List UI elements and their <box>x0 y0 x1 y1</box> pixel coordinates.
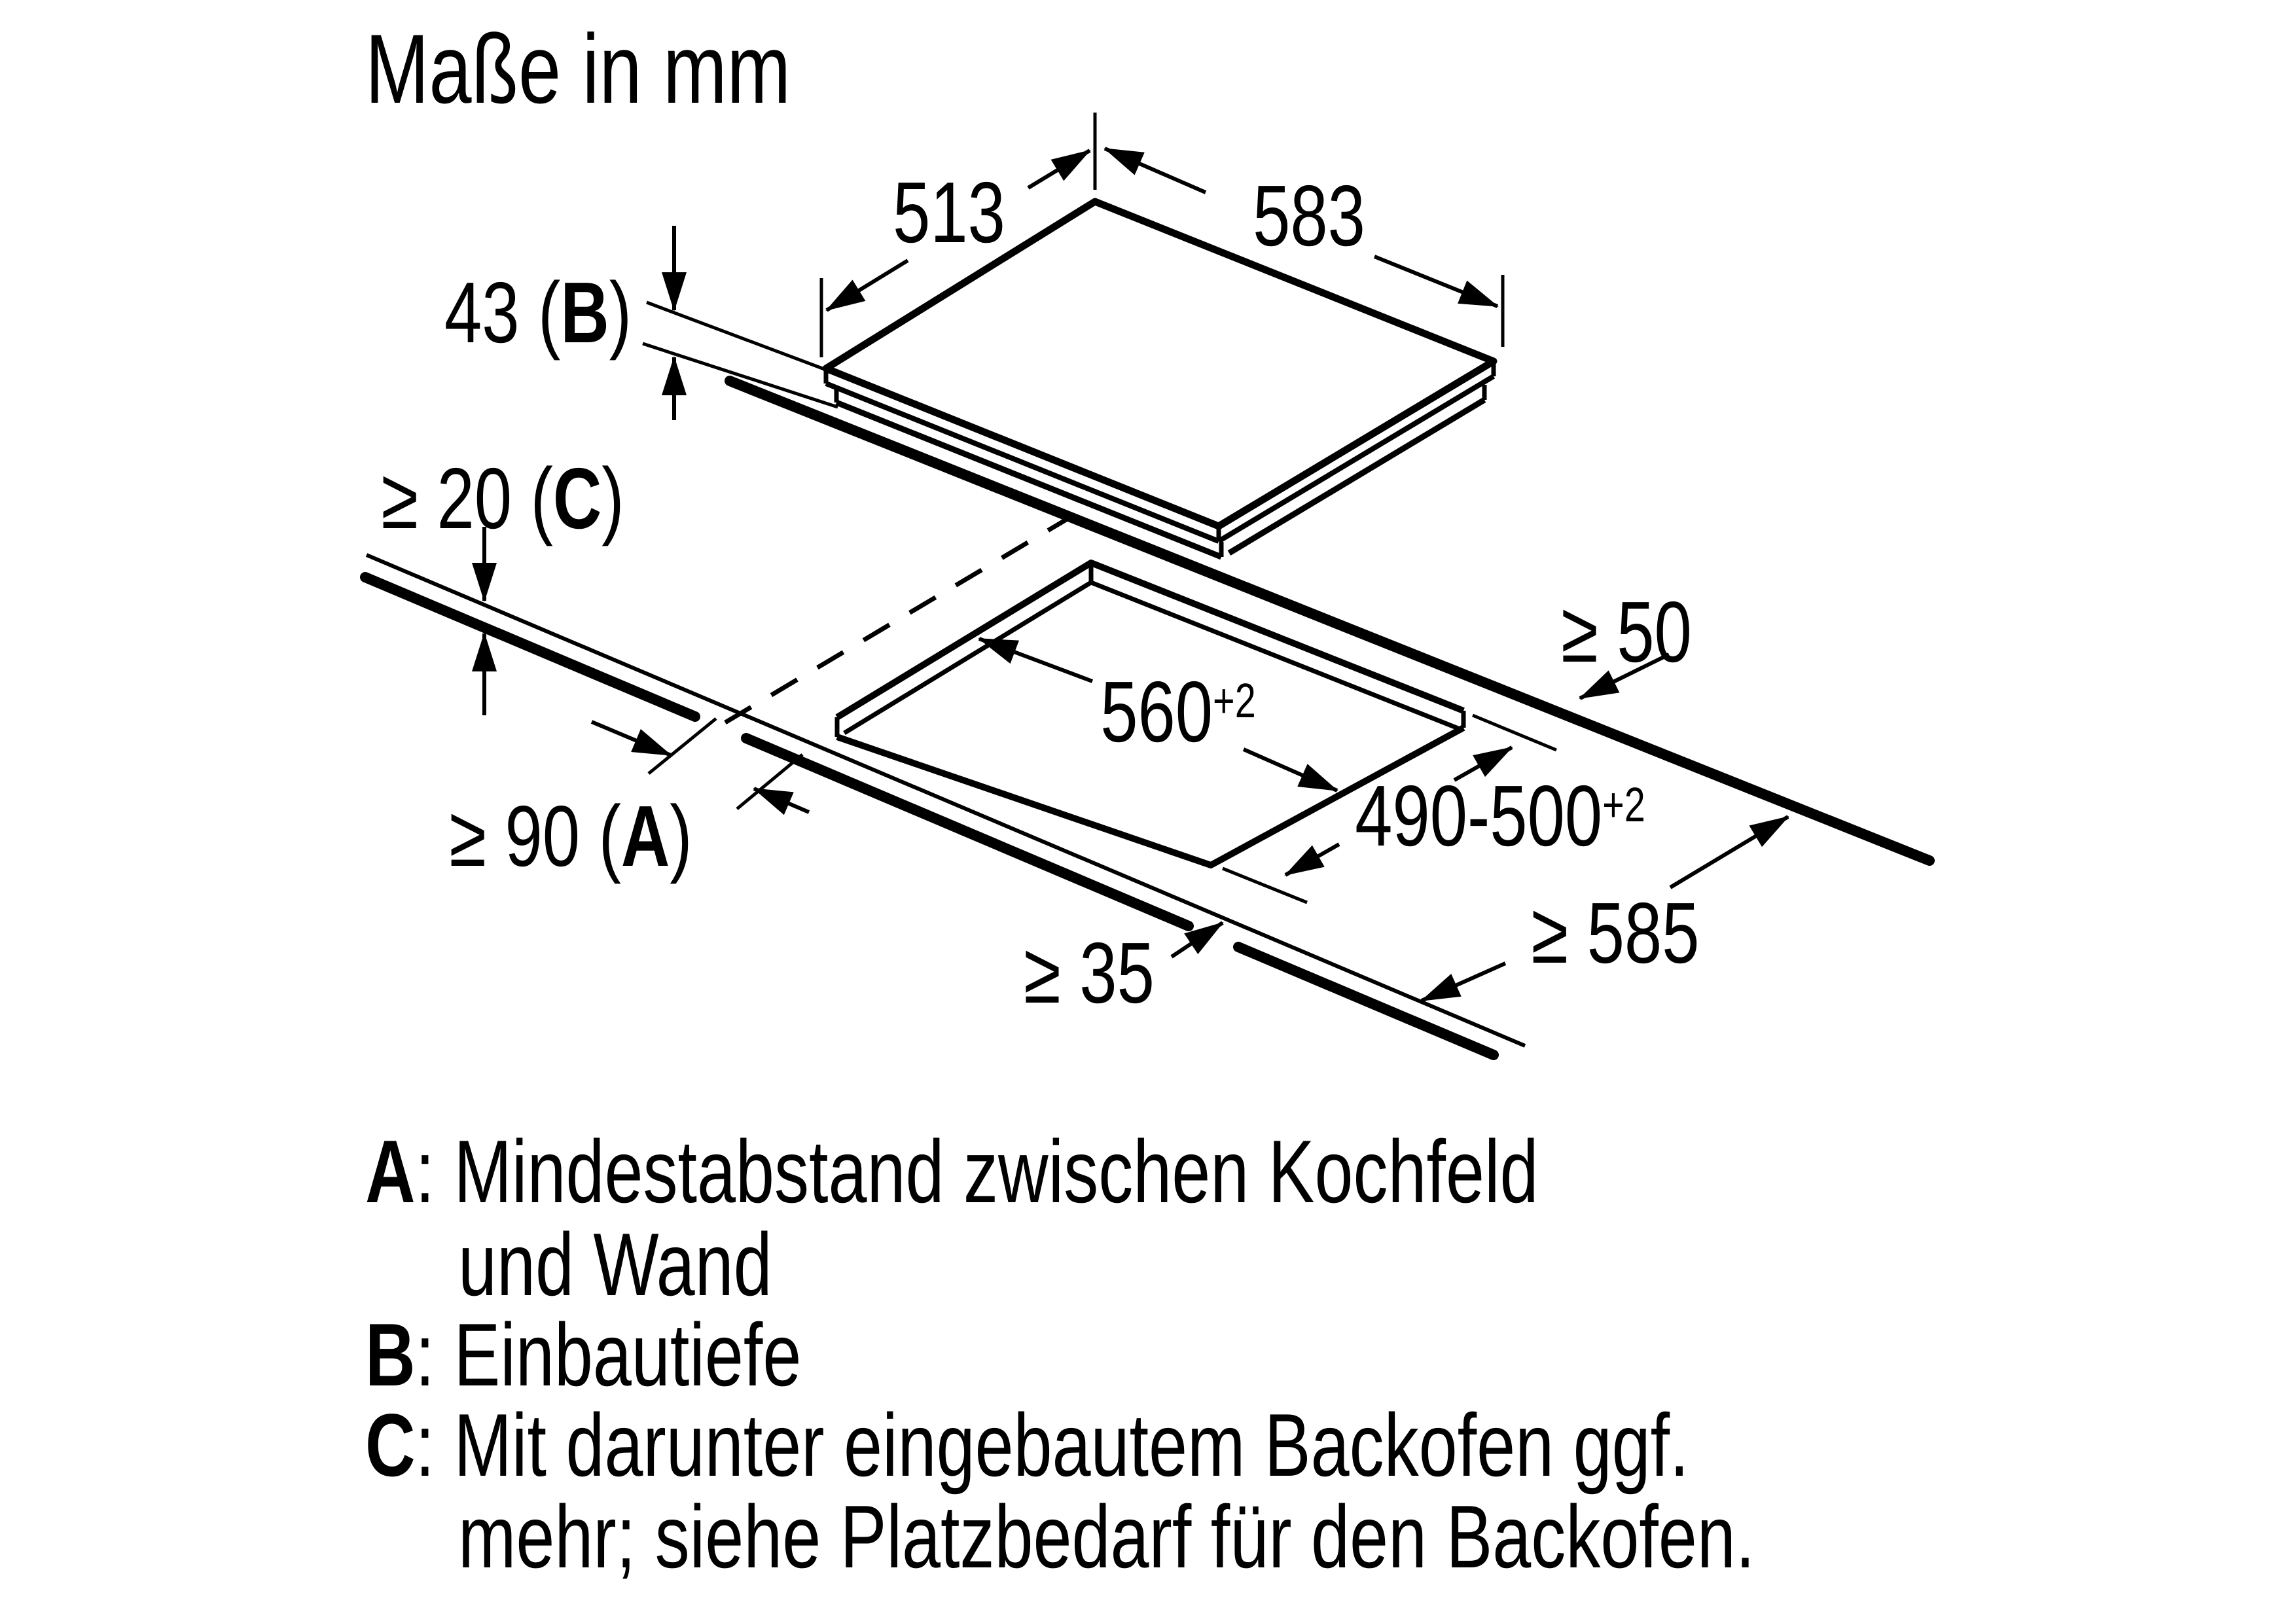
dim-513-arrow-lower <box>825 259 909 312</box>
cutout-back-inner-edges <box>843 580 1460 735</box>
dim-490-arrow-lower <box>1284 842 1340 877</box>
dim-490-extension-1 <box>1472 713 1557 752</box>
legend-line-c2: mehr; siehe Platzbedarf für den Backofen… <box>458 1487 1755 1586</box>
dim-a-tick-2 <box>736 753 804 810</box>
legend-line-b: B: Einbautiefe <box>365 1305 802 1404</box>
hob-glass-bottom-right-edge <box>1217 374 1496 544</box>
front-edge-bottom-line-1 <box>360 572 700 722</box>
dim-513 <box>819 113 1097 357</box>
dim-label-90-a: ≥ 90 (A) <box>449 788 692 884</box>
front-edge-top-line <box>365 553 1526 1048</box>
hob-body-bottom-left-edge <box>835 399 1223 560</box>
legend-line-c: C: Mit darunter eingebautem Backofen ggf… <box>365 1395 1689 1495</box>
cutout-front-edges <box>836 724 1465 868</box>
dim-90-a <box>590 717 810 815</box>
dim-label-43-b: 43 (B) <box>444 264 632 361</box>
front-edge-bottom-line-3 <box>1233 942 1499 1060</box>
dim-560-arrow-lower <box>1242 747 1338 793</box>
dim-560 <box>978 637 1338 793</box>
hob-body-bottom-right-edge <box>1227 397 1486 556</box>
dim-label-560: 560+2 <box>1100 664 1256 760</box>
dim-b-reference-top <box>646 300 827 372</box>
dim-label-490-500: 490-500+2 <box>1355 768 1645 864</box>
hob-drawing <box>822 198 1498 560</box>
dim-583 <box>1103 147 1505 347</box>
dim-585 <box>1420 815 1789 1003</box>
dim-label-50: ≥ 50 <box>1561 584 1692 680</box>
projection-dashed-line <box>724 503 1092 725</box>
worktop-front-edge <box>360 553 1526 1060</box>
dim-35-arrow <box>1170 921 1224 959</box>
dim-490-500 <box>1222 713 1557 904</box>
dim-490-arrow-upper <box>1453 745 1513 782</box>
dim-43-b <box>642 226 838 420</box>
dim-583-arrow-upper <box>1103 147 1207 194</box>
dim-585-arrow-upper <box>1669 815 1789 889</box>
dim-513-arrow-upper <box>1027 149 1091 190</box>
dim-label-583: 583 <box>1253 168 1365 264</box>
dim-label-585: ≥ 585 <box>1531 885 1700 981</box>
legend-line-a2: und Wand <box>458 1215 772 1314</box>
worktop-cutout <box>834 560 1466 868</box>
dim-a-tick-1 <box>647 717 717 775</box>
front-edge-bottom-line-2 <box>741 733 1194 931</box>
dim-583-arrow-lower <box>1373 255 1499 308</box>
dim-560-arrow-upper <box>978 637 1094 683</box>
dim-a-arrow-left <box>753 787 810 815</box>
dim-label-20-c: ≥ 20 (C) <box>381 450 624 546</box>
legend-line-a: A: Mindestabstand zwischen Kochfeld <box>365 1122 1539 1221</box>
dim-label-513: 513 <box>893 164 1005 260</box>
dim-label-35: ≥ 35 <box>1024 925 1155 1021</box>
dim-490-extension-2 <box>1222 866 1308 904</box>
dim-585-arrow-lower <box>1420 961 1507 1003</box>
hob-glass-bottom-left-edge <box>825 381 1220 544</box>
dim-50-arrow <box>1579 652 1670 700</box>
dim-b-reference-bottom <box>642 342 838 409</box>
wall-line <box>725 376 1935 866</box>
dim-a-arrow-right <box>590 720 672 757</box>
page-title: Maße in mm <box>365 14 791 124</box>
